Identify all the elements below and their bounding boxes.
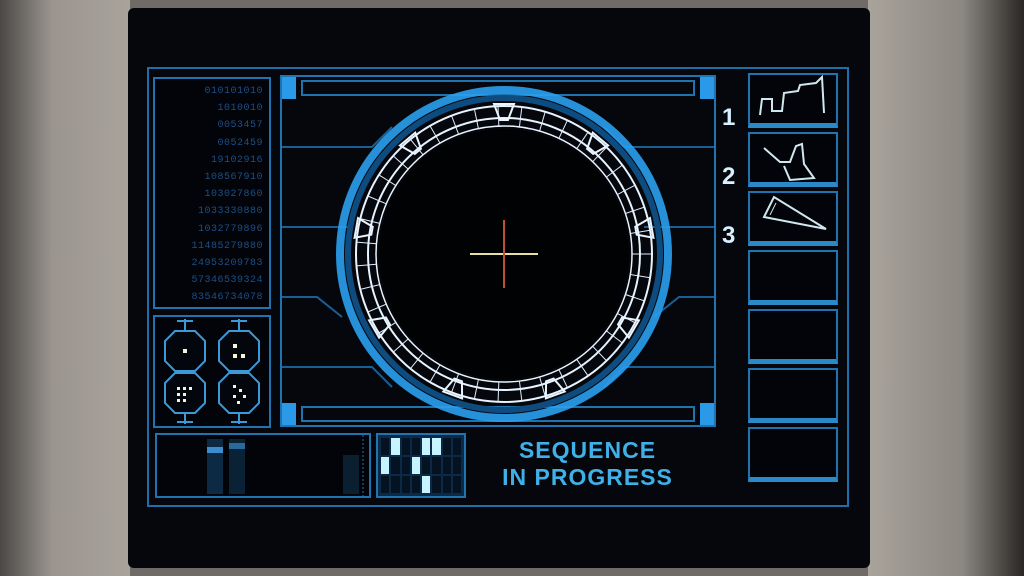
matrix-cell bbox=[411, 438, 420, 455]
matrix-cell bbox=[391, 476, 400, 493]
data-line: 103027860 bbox=[204, 189, 263, 201]
matrix-cell bbox=[391, 457, 400, 474]
data-line: 11485279880 bbox=[191, 240, 263, 252]
data-line: 1032779896 bbox=[197, 223, 263, 235]
glyph-matrix bbox=[376, 433, 466, 498]
chevron-number-3: 3 bbox=[722, 222, 736, 249]
matrix-cell bbox=[422, 438, 431, 455]
matrix-cell bbox=[381, 438, 390, 455]
monitor-bezel-left bbox=[0, 0, 130, 576]
chevron-icon bbox=[585, 130, 610, 156]
chevron-icon bbox=[367, 316, 392, 340]
gate-display bbox=[280, 75, 716, 427]
data-line: 0052459 bbox=[217, 137, 263, 149]
data-line: 83546734078 bbox=[191, 292, 263, 304]
matrix-cell bbox=[422, 457, 431, 474]
matrix-cell bbox=[452, 457, 461, 474]
matrix-cell bbox=[411, 476, 420, 493]
status-text: SEQUENCE IN PROGRESS bbox=[470, 437, 705, 491]
symbol-slot-7 bbox=[748, 427, 838, 482]
chevron-octagons-icon bbox=[164, 319, 260, 424]
symbol-slot-5 bbox=[748, 309, 838, 364]
chevron-icon bbox=[616, 316, 641, 340]
chevron-icon bbox=[353, 216, 374, 240]
symbol-slot-2 bbox=[748, 132, 838, 187]
matrix-cell bbox=[442, 457, 451, 474]
matrix-cell bbox=[422, 476, 431, 493]
energy-bars bbox=[207, 435, 364, 496]
data-line: 108567910 bbox=[204, 172, 263, 184]
data-line: 010101010 bbox=[204, 86, 263, 97]
chevron-number-2: 2 bbox=[722, 163, 736, 190]
glyph-1-icon bbox=[759, 74, 825, 116]
matrix-cell bbox=[442, 438, 451, 455]
matrix-cell bbox=[381, 476, 390, 493]
data-line: 1033330880 bbox=[197, 206, 263, 218]
matrix-cell bbox=[401, 457, 410, 474]
matrix-cell bbox=[391, 438, 400, 455]
stargate-icon bbox=[282, 77, 714, 425]
chevron-icon bbox=[634, 216, 655, 240]
chevron-status-panel bbox=[153, 315, 271, 428]
monitor-bezel-right bbox=[868, 0, 1024, 576]
chevron-icon bbox=[492, 103, 516, 121]
matrix-cell bbox=[452, 438, 461, 455]
data-line: 24953209783 bbox=[191, 258, 263, 270]
matrix-cell bbox=[452, 476, 461, 493]
chevron-number-1: 1 bbox=[722, 104, 736, 131]
data-line: 0053457 bbox=[217, 120, 263, 132]
chevron-icon bbox=[441, 377, 464, 400]
data-line: 19102916 bbox=[210, 154, 263, 166]
status-line-2: IN PROGRESS bbox=[502, 464, 673, 490]
locked-symbols-column bbox=[748, 73, 838, 486]
chevron-icon bbox=[544, 377, 567, 400]
matrix-cell bbox=[401, 438, 410, 455]
symbol-slot-6 bbox=[748, 368, 838, 423]
glyph-2-icon bbox=[763, 142, 816, 182]
glyph-3-icon bbox=[762, 195, 827, 230]
data-line: 1010010 bbox=[217, 103, 263, 115]
display-frame bbox=[147, 67, 849, 507]
chevron-icon bbox=[398, 130, 423, 156]
matrix-cell bbox=[432, 457, 441, 474]
matrix-cell bbox=[442, 476, 451, 493]
status-line-1: SEQUENCE bbox=[518, 437, 657, 463]
matrix-cell bbox=[432, 438, 441, 455]
symbol-slot-1 bbox=[748, 73, 838, 128]
matrix-cell bbox=[432, 476, 441, 493]
symbol-slot-3 bbox=[748, 191, 838, 246]
matrix-cell bbox=[411, 457, 420, 474]
matrix-cell bbox=[381, 457, 390, 474]
data-line: 57346539324 bbox=[191, 275, 263, 287]
symbol-slot-4 bbox=[748, 250, 838, 305]
energy-bar-panel bbox=[155, 433, 371, 498]
data-column: 010101010 1010010 0053457 0052459 19102916 10… bbox=[153, 77, 271, 309]
matrix-cell bbox=[401, 476, 410, 493]
